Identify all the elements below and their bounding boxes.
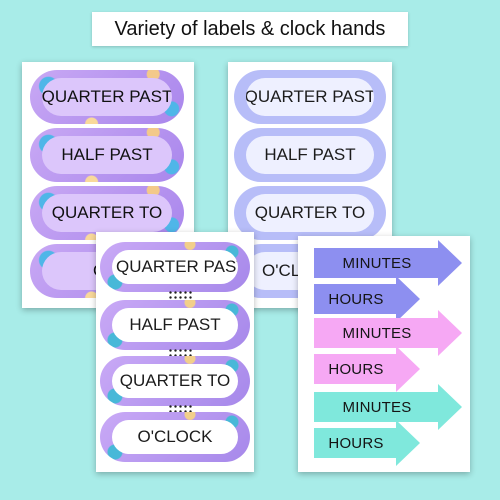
dot-pattern	[168, 290, 194, 302]
title-banner: Variety of labels & clock hands	[92, 12, 408, 46]
label-half-past: HALF PAST	[30, 128, 184, 182]
arrow-hours: HOURS	[314, 420, 420, 466]
label-quarter-to: QUARTER TO	[234, 186, 386, 240]
label-quarter-past: QUARTER PAST	[234, 70, 386, 124]
label-half-past: HALF PAST	[234, 128, 386, 182]
arrow-label: MINUTES	[342, 254, 412, 272]
label-text: QUARTER TO	[112, 364, 238, 398]
arrow-head	[396, 420, 420, 466]
label-quarter-to: QUARTER TO	[100, 356, 250, 406]
sheet-white-labels: QUARTER PAST HALF PAST QUARTER TO O'CLOC…	[96, 232, 254, 472]
arrow-label: HOURS	[328, 360, 384, 378]
title-text: Variety of labels & clock hands	[114, 17, 386, 40]
arrow-hours: HOURS	[314, 346, 420, 392]
label-half-past: HALF PAST	[100, 300, 250, 350]
arrow-shaft: MINUTES	[314, 248, 440, 278]
label-text: HALF PAST	[112, 308, 238, 342]
arrow-head	[396, 276, 420, 322]
label-quarter-past: QUARTER PAST	[30, 70, 184, 124]
label-text: QUARTER PAST	[112, 250, 238, 284]
arrow-head	[438, 310, 462, 356]
arrow-head	[396, 346, 420, 392]
arrow-label: HOURS	[328, 434, 384, 452]
label-text: HALF PAST	[246, 136, 374, 174]
label-quarter-past: QUARTER PAST	[100, 242, 250, 292]
arrow-shaft: HOURS	[314, 354, 398, 384]
arrow-shaft: MINUTES	[314, 318, 440, 348]
label-text: O'CLOCK	[112, 420, 238, 454]
arrow-minutes: MINUTES	[314, 310, 462, 356]
arrow-shaft: MINUTES	[314, 392, 440, 422]
arrow-head	[438, 384, 462, 430]
label-quarter-to: QUARTER TO	[30, 186, 184, 240]
sheet-clock-hand-arrows: MINUTES HOURS MINUTES HOURS MINUTES HOUR…	[298, 236, 470, 472]
label-text: QUARTER TO	[246, 194, 374, 232]
arrow-label: MINUTES	[342, 324, 412, 342]
arrow-minutes: MINUTES	[314, 384, 462, 430]
label-text: QUARTER PAST	[42, 78, 172, 116]
arrow-shaft: HOURS	[314, 284, 398, 314]
label-text: QUARTER PAST	[246, 78, 374, 116]
label-text: QUARTER TO	[42, 194, 172, 232]
label-text: HALF PAST	[42, 136, 172, 174]
arrow-shaft: HOURS	[314, 428, 398, 458]
arrow-minutes: MINUTES	[314, 240, 462, 286]
arrow-hours: HOURS	[314, 276, 420, 322]
arrow-label: MINUTES	[342, 398, 412, 416]
label-oclock: O'CLOCK	[100, 412, 250, 462]
arrow-label: HOURS	[328, 290, 384, 308]
arrow-head	[438, 240, 462, 286]
